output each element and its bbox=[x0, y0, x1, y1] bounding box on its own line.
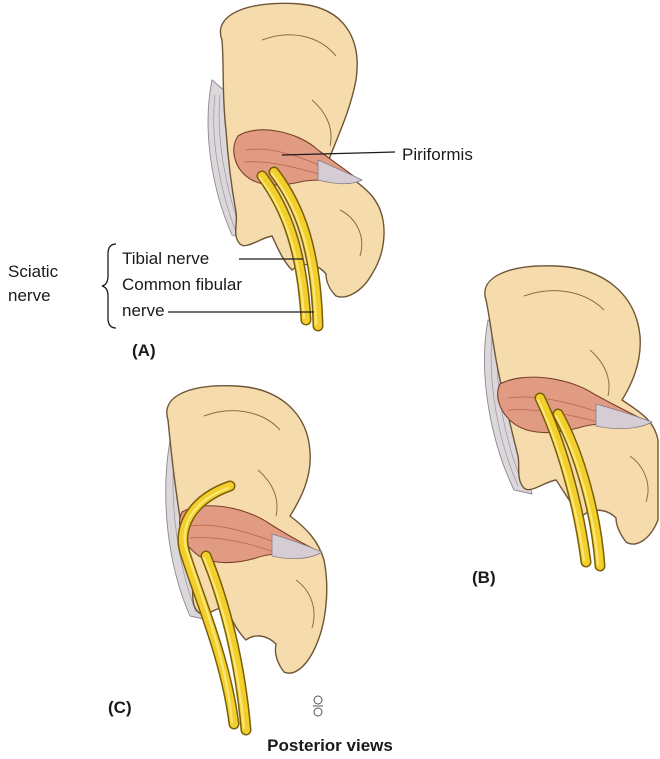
sciatic-nerve-label-line1: Sciatic bbox=[8, 262, 59, 281]
panel-c-illustration bbox=[166, 386, 327, 730]
tibial-nerve-label: Tibial nerve bbox=[122, 249, 209, 268]
panel-a-piriformis-tendon bbox=[318, 160, 362, 184]
panel-c-label: (C) bbox=[108, 698, 132, 717]
panel-b-illustration bbox=[484, 266, 658, 566]
piriformis-label: Piriformis bbox=[402, 145, 473, 164]
common-fibular-label-line1: Common fibular bbox=[122, 275, 242, 294]
panel-b-label: (B) bbox=[472, 568, 496, 587]
panel-a-label: (A) bbox=[132, 341, 156, 360]
sciatic-brace bbox=[102, 244, 116, 328]
common-fibular-label-line2: nerve bbox=[122, 301, 165, 320]
figure-caption: Posterior views bbox=[267, 736, 393, 755]
sciatic-nerve-label-line2: nerve bbox=[8, 286, 51, 305]
artist-signature-mark bbox=[313, 696, 323, 716]
